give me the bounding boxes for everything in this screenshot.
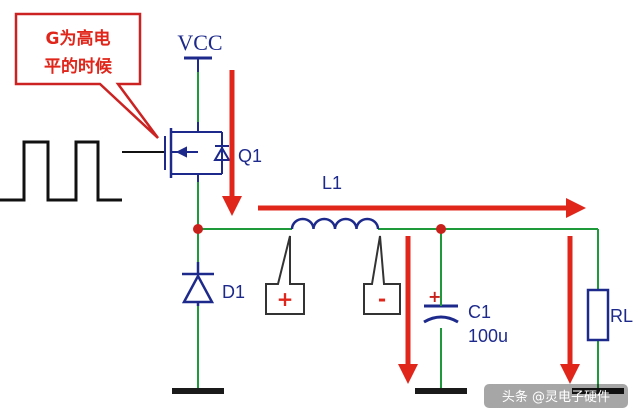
load-resistor-rl bbox=[586, 288, 610, 342]
rl-label: RL bbox=[610, 306, 633, 326]
diode-d1 bbox=[181, 262, 215, 306]
c1-label: C1 bbox=[468, 302, 491, 322]
callout-line-1: G为高电 bbox=[46, 28, 111, 49]
polarity-minus-marker: - bbox=[363, 235, 401, 315]
callout-line-2: 平的时候 bbox=[44, 56, 113, 77]
inductor-l1 bbox=[290, 217, 380, 230]
d1-label: D1 bbox=[222, 282, 245, 302]
l1-label: L1 bbox=[322, 173, 342, 193]
junction-node-right bbox=[436, 224, 446, 234]
polarity-plus: + bbox=[277, 287, 294, 311]
polarity-minus: - bbox=[378, 287, 386, 311]
c1-value: 100u bbox=[468, 326, 508, 346]
vcc-label: VCC bbox=[177, 30, 222, 55]
ground-right bbox=[572, 388, 624, 394]
watermark: 头条 @灵电子硬件 bbox=[484, 384, 628, 408]
junction-node-left bbox=[193, 224, 203, 234]
q1-label: Q1 bbox=[238, 146, 262, 166]
capacitor-c1: + bbox=[423, 287, 459, 324]
gate-square-wave bbox=[0, 140, 122, 202]
c1-polarity-plus: + bbox=[428, 287, 441, 306]
wiring bbox=[197, 72, 599, 388]
current-arrows bbox=[222, 70, 586, 384]
mosfet-q1 bbox=[164, 122, 231, 182]
callout: G为高电 平的时候 bbox=[14, 12, 160, 139]
ground-middle bbox=[415, 388, 467, 394]
vcc-supply: VCC bbox=[177, 30, 223, 72]
polarity-plus-marker: + bbox=[265, 235, 305, 315]
ground-left bbox=[172, 388, 224, 394]
watermark-text: 头条 @灵电子硬件 bbox=[502, 389, 610, 405]
